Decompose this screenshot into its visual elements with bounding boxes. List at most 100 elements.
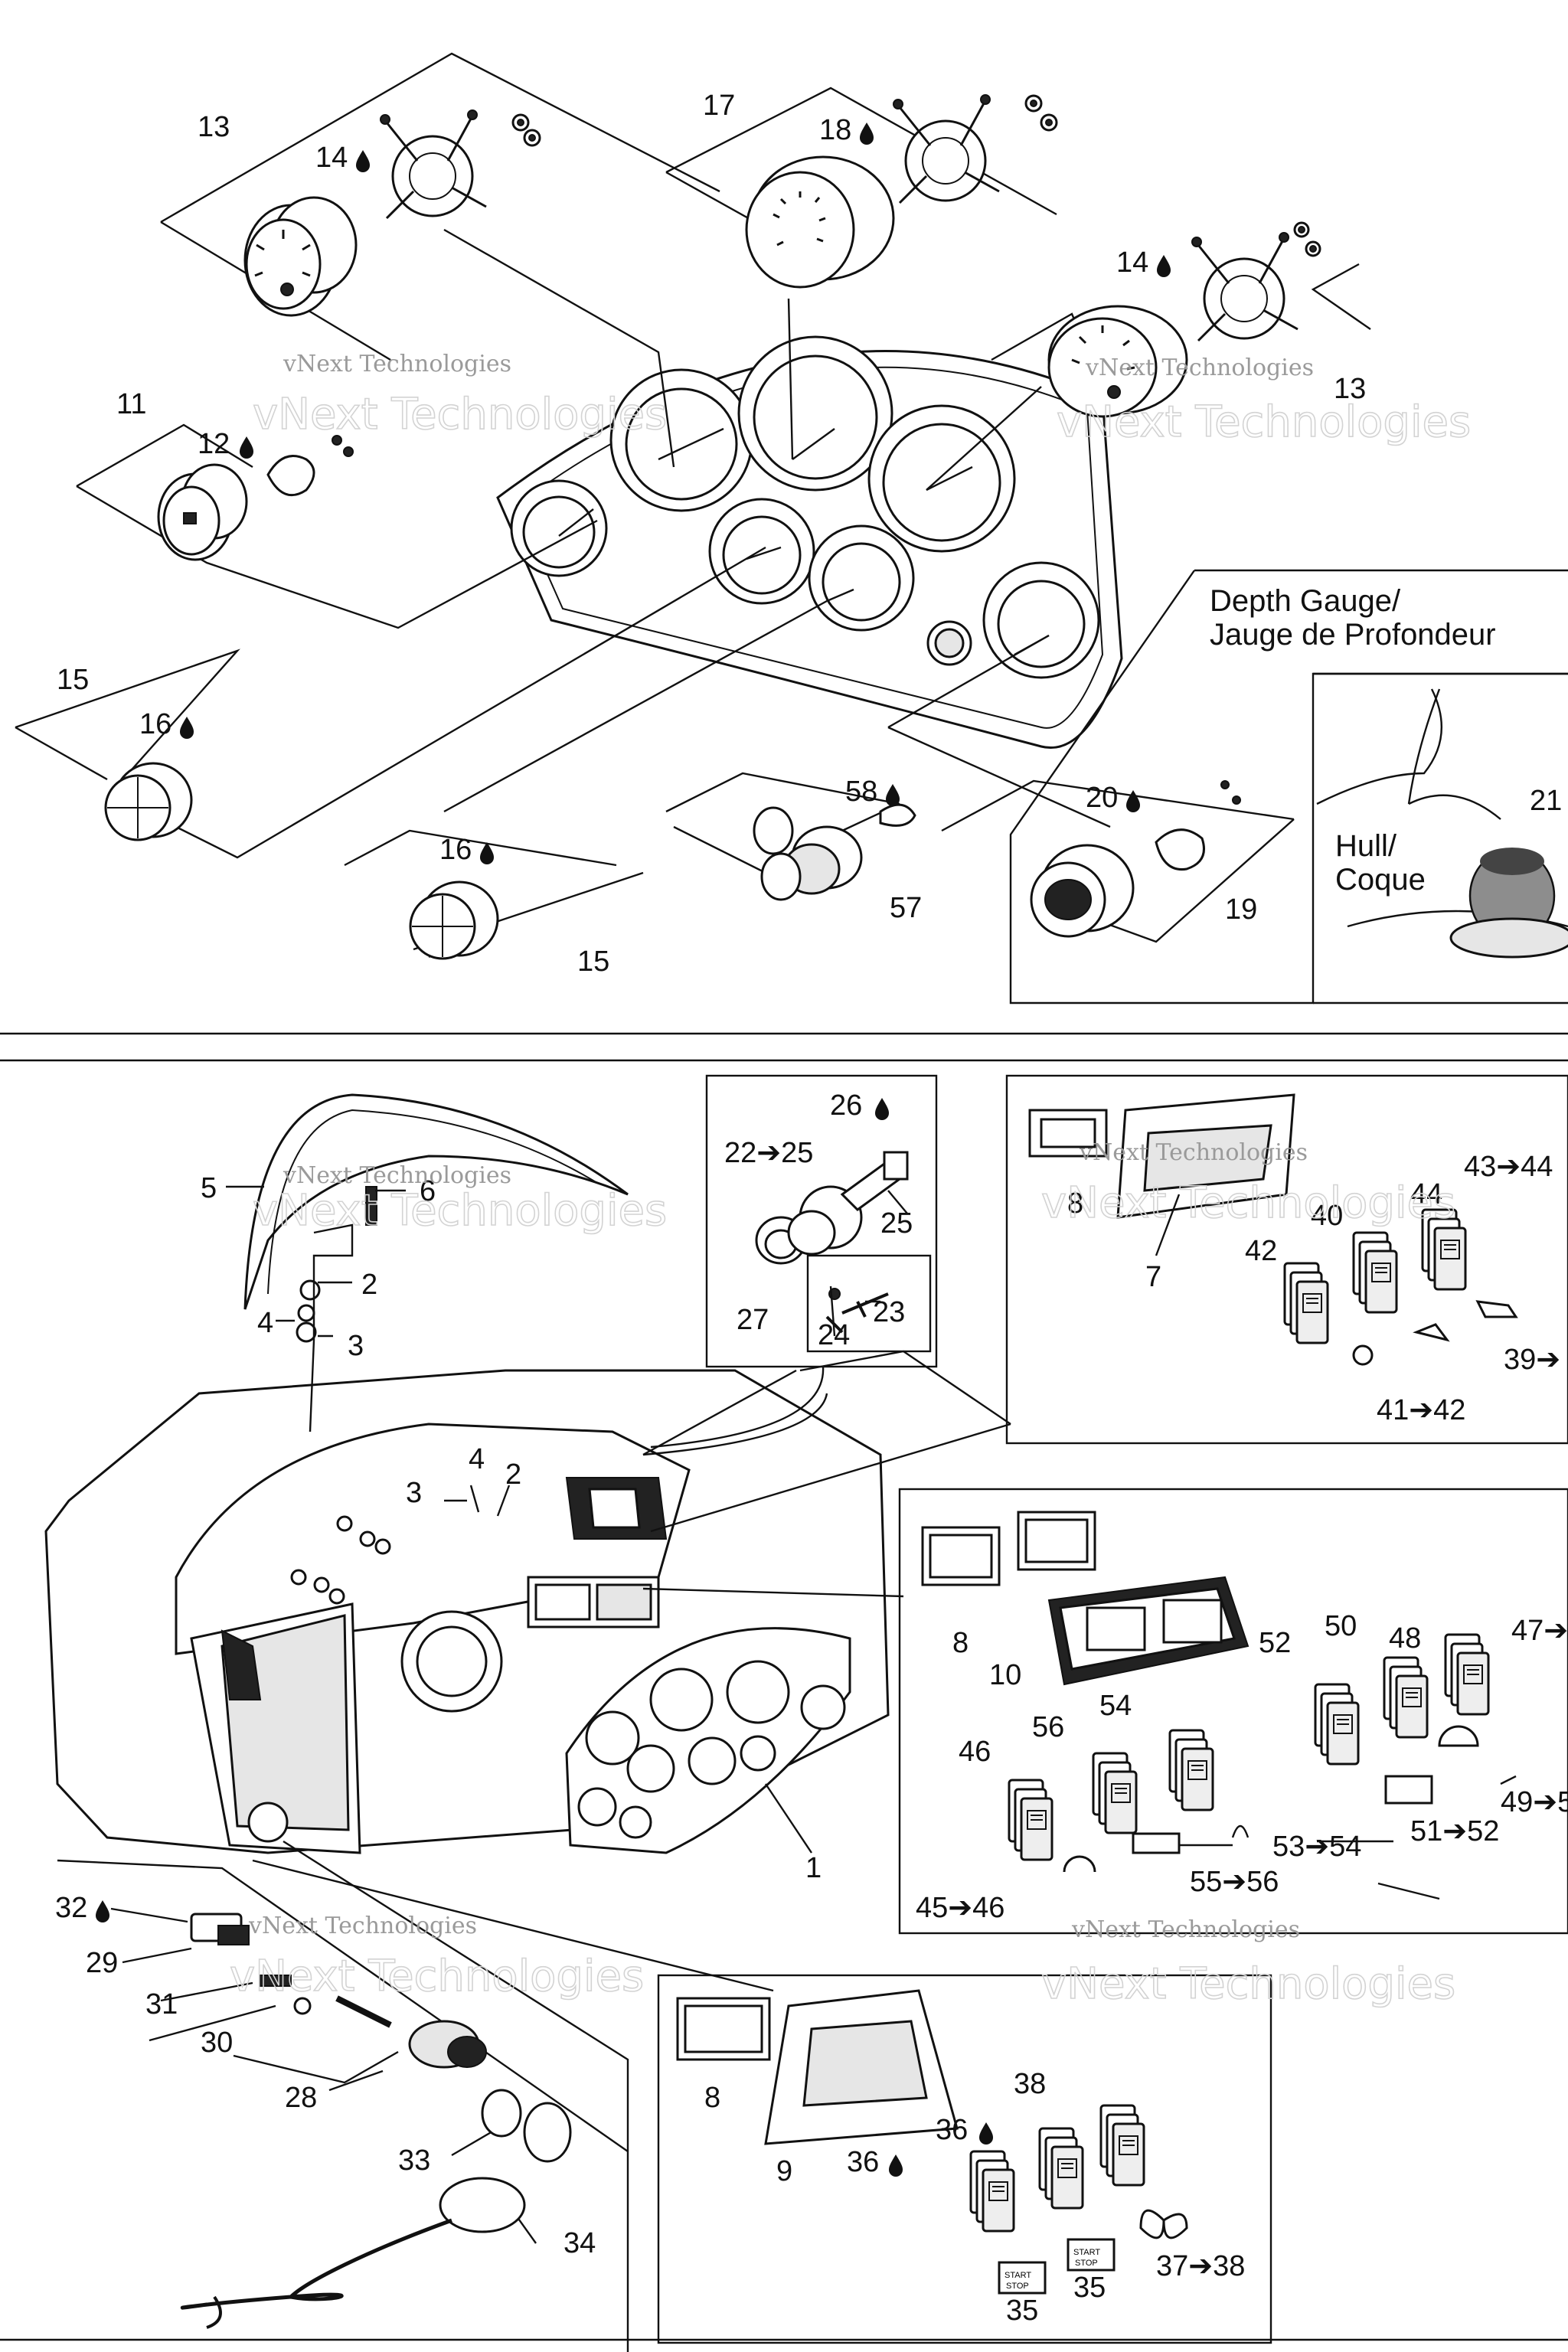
label-21: 21 <box>1530 785 1562 817</box>
label-42: 42 <box>1245 1235 1277 1267</box>
svg-text:vNext Technologies: vNext Technologies <box>253 1186 667 1236</box>
gauge-12 <box>157 435 354 561</box>
label-39: 39➔ <box>1504 1344 1560 1376</box>
label-11: 11 <box>116 388 146 420</box>
gauge-14-left <box>243 109 541 317</box>
start-stop-label-a2: STOP <box>1006 2282 1029 2291</box>
label-57: 57 <box>890 892 922 924</box>
label-37-38: 37➔38 <box>1156 2250 1245 2282</box>
label-15a: 15 <box>57 664 89 696</box>
label-48: 48 <box>1389 1622 1421 1655</box>
label-44a: 44 <box>1410 1178 1442 1210</box>
label-5: 5 <box>201 1172 217 1204</box>
start-stop-label-b2: STOP <box>1075 2259 1098 2268</box>
svg-text:vNext Technologies: vNext Technologies <box>1071 1916 1300 1943</box>
label-24: 24 <box>818 1319 850 1351</box>
label-30: 30 <box>201 2027 233 2059</box>
label-2b: 2 <box>505 1459 521 1491</box>
label-12: 12 <box>198 428 230 460</box>
label-14a: 14 <box>315 142 348 174</box>
label-36a: 36 <box>936 2114 968 2146</box>
label-27: 27 <box>737 1304 769 1336</box>
svg-text:vNext Technologies: vNext Technologies <box>1041 1959 1455 2009</box>
label-16b: 16 <box>439 834 472 866</box>
gauge-panel <box>496 335 1123 749</box>
label-16a: 16 <box>139 708 172 740</box>
label-51-52: 51➔52 <box>1410 1815 1499 1847</box>
label-2a: 2 <box>361 1269 377 1301</box>
label-55-56: 55➔56 <box>1190 1866 1279 1898</box>
gauge-14-right <box>1047 221 1321 418</box>
svg-text:vNext Technologies: vNext Technologies <box>283 1162 511 1189</box>
switch-box-45-56 <box>898 1488 1568 1935</box>
transducer-21 <box>1316 688 1568 959</box>
label-56: 56 <box>1032 1711 1064 1743</box>
label-3a: 3 <box>348 1330 364 1362</box>
start-stop-label-b1: START <box>1073 2248 1100 2257</box>
label-13a: 13 <box>198 111 230 143</box>
label-31: 31 <box>145 1988 178 2020</box>
svg-text:vNext Technologies: vNext Technologies <box>253 390 667 439</box>
label-14b: 14 <box>1116 247 1148 279</box>
label-28: 28 <box>285 2082 317 2114</box>
svg-text:vNext Technologies: vNext Technologies <box>1079 1139 1308 1166</box>
label-18: 18 <box>819 114 851 146</box>
label-58: 58 <box>845 776 877 808</box>
label-34: 34 <box>564 2227 596 2259</box>
label-53-54: 53➔54 <box>1272 1831 1361 1863</box>
callout-labels: 13 14 17 18 14 13 11 12 15 16 16 15 58 5… <box>55 90 1568 2327</box>
watermarks: vNext Technologies vNext Technologies vN… <box>229 351 1472 2010</box>
label-7: 7 <box>1145 1261 1161 1293</box>
label-41-42: 41➔42 <box>1377 1394 1465 1426</box>
label-8a: 8 <box>1067 1187 1083 1220</box>
start-stop-label-a1: START <box>1004 2271 1031 2280</box>
label-40: 40 <box>1311 1200 1343 1232</box>
gauge-panel-1 <box>565 1627 851 1854</box>
label-8b: 8 <box>952 1627 969 1659</box>
label-33: 33 <box>398 2145 430 2177</box>
label-50: 50 <box>1325 1610 1357 1642</box>
label-45-46: 45➔46 <box>916 1892 1004 1924</box>
label-22-25: 22➔25 <box>724 1137 813 1169</box>
label-19: 19 <box>1225 893 1257 926</box>
label-38: 38 <box>1014 2068 1046 2100</box>
label-9: 9 <box>776 2155 792 2187</box>
label-13b: 13 <box>1334 373 1366 405</box>
label-49: 49➔5 <box>1501 1786 1568 1818</box>
label-20: 20 <box>1086 782 1118 814</box>
label-23: 23 <box>873 1296 905 1328</box>
label-32: 32 <box>55 1892 87 1924</box>
switch-box-39-44 <box>1005 1074 1568 1445</box>
label-54: 54 <box>1099 1690 1132 1722</box>
label-35b: 35 <box>1073 2272 1106 2304</box>
label-15b: 15 <box>577 946 609 978</box>
hull-label-line2: Coque <box>1335 863 1426 897</box>
label-8c: 8 <box>704 2082 720 2114</box>
label-43-44: 43➔44 <box>1464 1151 1553 1183</box>
svg-text:vNext Technologies: vNext Technologies <box>1085 354 1314 381</box>
key-switch-box <box>650 1074 938 1449</box>
label-4a: 4 <box>257 1307 273 1339</box>
label-29: 29 <box>86 1947 118 1979</box>
label-35a: 35 <box>1006 2295 1038 2327</box>
label-6: 6 <box>420 1175 436 1207</box>
label-4b: 4 <box>469 1443 485 1475</box>
label-25: 25 <box>880 1207 913 1240</box>
label-1: 1 <box>805 1852 822 1884</box>
svg-text:vNext Technologies: vNext Technologies <box>283 351 511 377</box>
socket-57 <box>753 803 916 901</box>
svg-text:vNext Technologies: vNext Technologies <box>230 1952 644 2001</box>
label-47: 47➔ <box>1511 1615 1568 1647</box>
depth-gauge-title-line1: Depth Gauge/ <box>1210 584 1401 618</box>
label-17: 17 <box>703 90 735 122</box>
svg-text:vNext Technologies: vNext Technologies <box>1041 1178 1455 1228</box>
lanyard-key <box>180 1913 572 2329</box>
svg-text:vNext Technologies: vNext Technologies <box>248 1913 477 1939</box>
label-3b: 3 <box>406 1477 422 1509</box>
label-46: 46 <box>959 1736 991 1768</box>
gauge-16-lower <box>409 880 499 960</box>
gauge-16-left <box>104 762 193 841</box>
switch-box-35-38 <box>657 1974 1272 2344</box>
gauge-20 <box>1030 780 1241 938</box>
